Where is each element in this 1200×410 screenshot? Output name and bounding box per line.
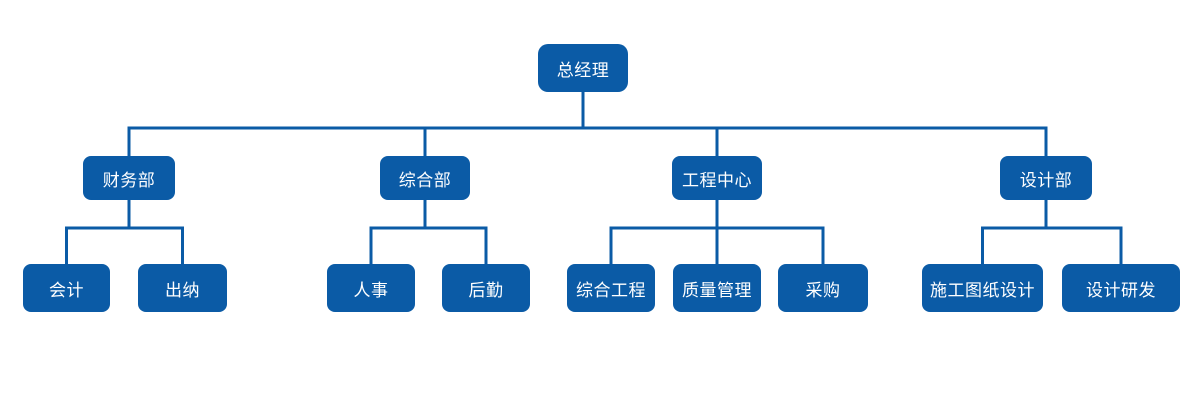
org-node-accounting: 会计 (23, 264, 110, 312)
org-node-design-dept: 设计部 (1000, 156, 1092, 200)
org-node-cashier: 出纳 (138, 264, 227, 312)
org-node-general-engineering: 综合工程 (567, 264, 655, 312)
org-node-hr: 人事 (327, 264, 415, 312)
org-node-finance-dept: 财务部 (83, 156, 175, 200)
org-node-quality-management: 质量管理 (673, 264, 761, 312)
org-node-logistics: 后勤 (442, 264, 530, 312)
org-node-general-manager: 总经理 (538, 44, 628, 92)
connector-finance-group (65, 200, 184, 264)
connector-root-rail (127, 92, 1048, 156)
org-node-engineering-center: 工程中心 (672, 156, 762, 200)
org-node-general-dept: 综合部 (380, 156, 470, 200)
org-node-construction-drawing-design: 施工图纸设计 (922, 264, 1043, 312)
org-node-procurement: 采购 (778, 264, 868, 312)
connector-design-group (981, 200, 1123, 264)
org-node-design-rnd: 设计研发 (1062, 264, 1180, 312)
connector-engineering-group (609, 200, 825, 264)
connector-general-group (369, 200, 488, 264)
